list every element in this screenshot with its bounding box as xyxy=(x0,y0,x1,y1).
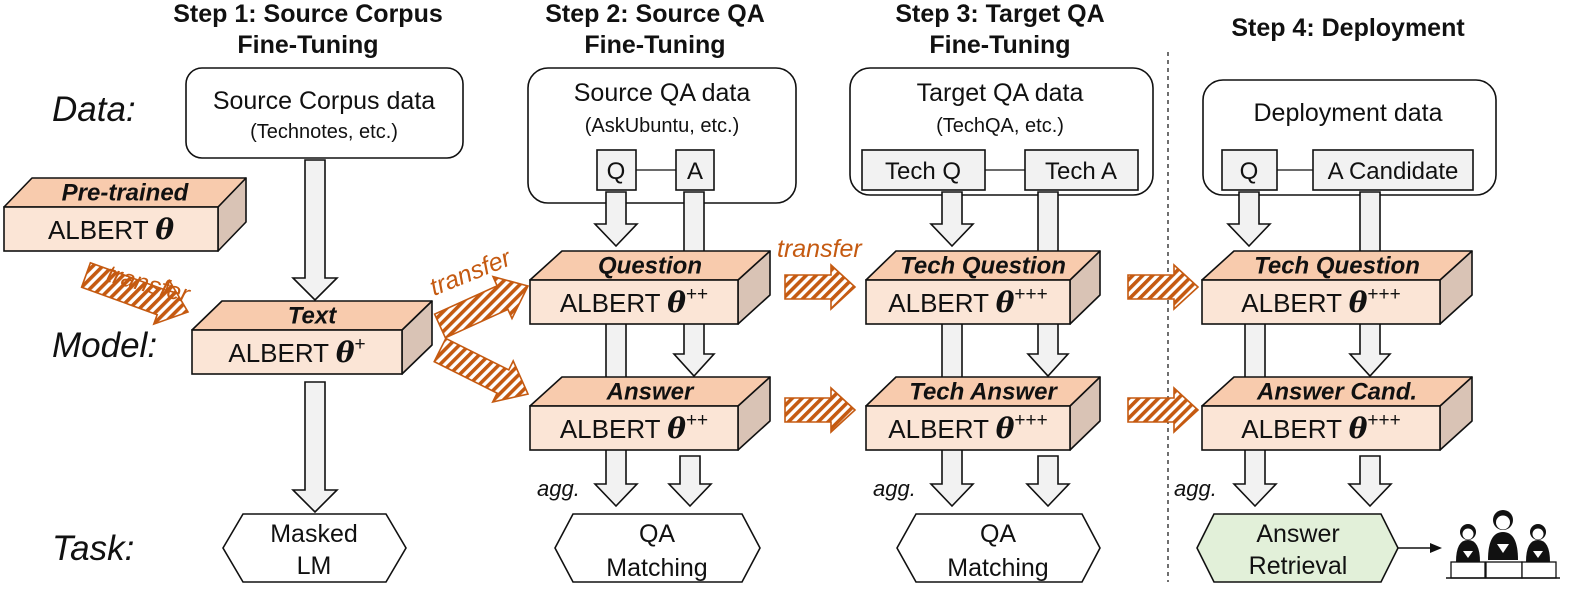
task-label-line1: QA xyxy=(639,520,675,548)
model-title: Tech Question xyxy=(900,253,1066,280)
task-label-line2: Retrieval xyxy=(1249,552,1348,580)
data-box-title: Source Corpus data xyxy=(213,87,435,115)
model-title: Question xyxy=(598,253,702,280)
task-label-line2: Matching xyxy=(606,554,707,582)
agg-label-step3: agg. xyxy=(873,476,916,501)
task-qa-matching-step3: QA Matching xyxy=(896,513,1101,583)
step-3-heading-line2: Fine-Tuning xyxy=(929,31,1070,59)
data-box-subtitle: (TechQA, etc.) xyxy=(936,115,1064,137)
tech-question-box xyxy=(861,149,986,191)
tech-answer-box xyxy=(1024,149,1139,191)
answer-candidate-box xyxy=(1312,149,1474,191)
question-box xyxy=(1221,149,1278,191)
model-title: Answer Cand. xyxy=(1256,379,1417,406)
task-label-line2: LM xyxy=(297,552,332,580)
transfer-arrow-text-to-answer xyxy=(433,337,530,404)
arrow-tech-answer-model-to-qa-matching xyxy=(1025,455,1071,508)
arrow-q-data-to-deploy-question-model xyxy=(1226,191,1272,248)
step-2-heading-line2: Fine-Tuning xyxy=(584,31,725,59)
flow-arrows xyxy=(291,159,1393,514)
transfer-arrow-pretrained-to-text xyxy=(80,261,190,326)
model-answer-candidate-albert: Answer Cand. ALBERT θ+++ xyxy=(1201,376,1473,451)
agg-label-step4: agg. xyxy=(1174,476,1217,501)
data-box-target-qa: Target QA data (TechQA, etc.) Tech Q Tec… xyxy=(849,67,1154,196)
data-box-subtitle: (AskUbuntu, etc.) xyxy=(585,115,740,137)
tech-question-box-label: Tech Q xyxy=(885,158,961,185)
agg-label-step2: agg. xyxy=(537,476,580,501)
model-title: Tech Question xyxy=(1254,253,1420,280)
model-parameters: ALBERT θ+++ xyxy=(1241,410,1400,445)
transfer-arrow-question-to-tech-question xyxy=(784,263,857,311)
model-parameters: ALBERT θ+++ xyxy=(888,410,1047,445)
model-title: Text xyxy=(288,303,337,330)
data-box-source-qa: Source QA data (AskUbuntu, etc.) Q A xyxy=(527,67,797,204)
question-box xyxy=(596,149,637,191)
question-box-label: Q xyxy=(1240,158,1259,185)
transfer-arrow-tech-answer-to-deploy-answer xyxy=(1127,386,1200,434)
data-box-title: Source QA data xyxy=(574,79,751,107)
tech-answer-box-label: Tech A xyxy=(1045,158,1117,185)
task-qa-matching-step2: QA Matching xyxy=(554,513,761,583)
task-label-line1: Answer xyxy=(1256,520,1339,548)
model-parameters: ALBERT θ++ xyxy=(560,284,708,319)
row-label-data: Data: xyxy=(52,90,136,129)
model-parameters: ALBERT θ+++ xyxy=(1241,284,1400,319)
task-answer-retrieval: Answer Retrieval xyxy=(1196,513,1399,583)
answer-box-label: A xyxy=(687,158,703,185)
transfer-arrow-text-to-question xyxy=(433,275,530,339)
arrow-text-model-to-masked-lm xyxy=(291,381,339,514)
step-1-heading-line2: Fine-Tuning xyxy=(237,31,378,59)
users-icon xyxy=(1446,510,1560,579)
answer-candidate-box-label: A Candidate xyxy=(1328,158,1459,185)
step-3-heading: Step 3: Target QA xyxy=(895,0,1104,28)
arrow-techq-data-to-question-model xyxy=(929,191,975,248)
arrow-answer-model-to-qa-matching xyxy=(667,455,713,508)
model-parameters: ALBERT θ++ xyxy=(560,410,708,445)
arrow-deploy-answer-model-to-retrieval xyxy=(1347,455,1393,508)
task-label-line2: Matching xyxy=(947,554,1048,582)
model-title: Answer xyxy=(606,379,695,406)
model-parameters: ALBERT θ+ xyxy=(228,334,365,369)
transfer-arrow-answer-to-tech-answer xyxy=(784,386,857,434)
row-label-task: Task: xyxy=(52,529,134,568)
task-label-line1: Masked xyxy=(270,520,358,548)
data-box-title: Target QA data xyxy=(917,79,1084,107)
answer-box xyxy=(675,149,715,191)
step-2-heading: Step 2: Source QA xyxy=(545,0,765,28)
data-box-title: Deployment data xyxy=(1253,99,1442,127)
question-box-label: Q xyxy=(607,158,626,185)
transfer-arrow-tech-question-to-deploy-question xyxy=(1127,263,1200,311)
model-title: Tech Answer xyxy=(909,379,1058,406)
transfer-label-3: transfer xyxy=(777,235,863,263)
arrow-question-data-to-question-model xyxy=(593,191,639,248)
step-1-heading: Step 1: Source Corpus xyxy=(173,0,443,28)
data-box-subtitle: (Technotes, etc.) xyxy=(250,121,398,143)
model-title: Pre-trained xyxy=(62,180,190,207)
transfer-arrows xyxy=(80,261,1200,434)
step-4-heading: Step 4: Deployment xyxy=(1231,14,1465,42)
data-box-deployment: Deployment data Q A Candidate xyxy=(1202,79,1497,196)
data-box-source-corpus: Source Corpus data (Technotes, etc.) xyxy=(185,67,464,159)
model-parameters: ALBERT θ xyxy=(48,213,174,246)
model-parameters: ALBERT θ+++ xyxy=(888,284,1047,319)
task-masked-lm: Masked LM xyxy=(222,513,407,583)
output-arrow-head xyxy=(1430,543,1442,553)
task-label-line1: QA xyxy=(980,520,1016,548)
row-label-model: Model: xyxy=(52,326,157,365)
arrow-corpus-to-text-model xyxy=(291,159,339,302)
